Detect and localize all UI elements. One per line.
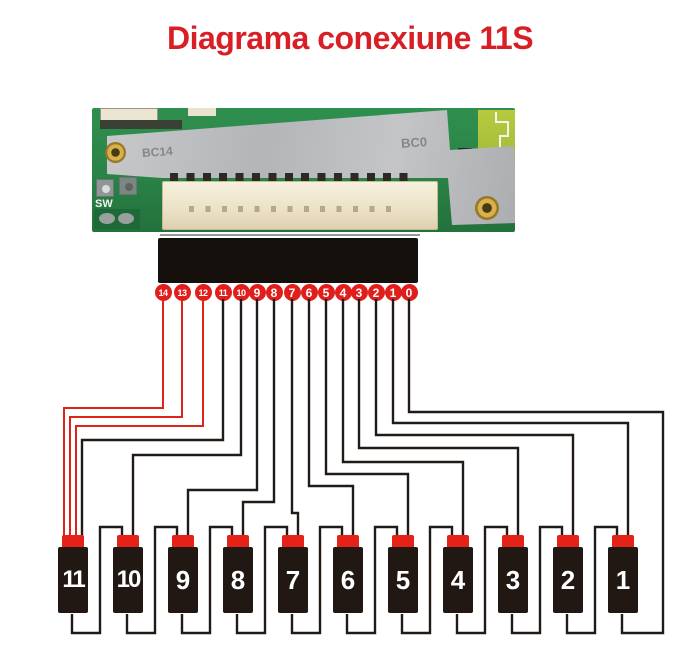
- pin-circle-11: 11: [214, 284, 232, 301]
- battery-cell-9: 9: [168, 535, 198, 614]
- series-wire-11-to-10: [70, 525, 124, 635]
- switch-label: SW: [95, 198, 113, 210]
- switch-pads: [94, 209, 140, 229]
- pin-circle-10: 10: [232, 284, 250, 301]
- series-wire-7-to-6: [290, 525, 344, 635]
- battery-positive-cap: [447, 535, 469, 549]
- balance-wire-pin-9: [186, 299, 259, 538]
- pin-circle-7: 7: [283, 284, 301, 301]
- balance-wire-pin-14: [63, 299, 164, 538]
- series-wire-5-to-4: [400, 525, 454, 635]
- pin-circle-5: 5: [317, 284, 335, 301]
- balance-plug-block: [158, 238, 418, 283]
- battery-label: 8: [223, 547, 253, 613]
- pin-circle-1: 1: [384, 284, 402, 301]
- balance-wire-pin-8: [241, 299, 276, 538]
- pin-circle-13: 13: [173, 284, 191, 301]
- connector-pin-holes: [189, 206, 401, 212]
- series-wire-2-to-1: [565, 525, 619, 635]
- balance-wire-pin-7: [290, 299, 300, 538]
- pin-circle-8: 8: [265, 284, 283, 301]
- pin-circle-12: 12: [194, 284, 212, 301]
- series-wire-8-to-7: [235, 525, 289, 635]
- balance-wire-pin-4: [341, 299, 465, 538]
- battery-cell-7: 7: [278, 535, 308, 614]
- pin-circle-3: 3: [350, 284, 368, 301]
- pin-circle-2: 2: [367, 284, 385, 301]
- battery-positive-cap: [62, 535, 84, 549]
- pin-circle-6: 6: [300, 284, 318, 301]
- battery-label: 1: [608, 547, 638, 613]
- battery-positive-cap: [612, 535, 634, 549]
- battery-label: 5: [388, 547, 418, 613]
- series-wire-6-to-5: [345, 525, 399, 635]
- battery-cell-6: 6: [333, 535, 363, 614]
- page-title: Diagrama conexiune 11S: [166, 20, 534, 56]
- photo-shadow-line: [160, 234, 420, 236]
- solder-pad-1: [96, 179, 114, 197]
- battery-positive-cap: [392, 535, 414, 549]
- battery-label: 3: [498, 547, 528, 613]
- series-wire-10-to-9: [125, 525, 179, 635]
- screw-left-icon: [105, 142, 126, 163]
- battery-positive-cap: [117, 535, 139, 549]
- balance-wire-pin-12: [75, 299, 204, 538]
- balance-wire-pin-5: [324, 299, 410, 538]
- connector-pin-nubs: [170, 173, 408, 182]
- solder-pad-2: [119, 177, 137, 195]
- screw-right-icon: [475, 196, 499, 220]
- battery-cell-8: 8: [223, 535, 253, 614]
- balance-wire-pin-2: [374, 299, 575, 538]
- series-wire-3-to-2: [510, 525, 564, 635]
- battery-label: 9: [168, 547, 198, 613]
- battery-cell-4: 4: [443, 535, 473, 614]
- battery-positive-cap: [282, 535, 304, 549]
- balance-wire-pin-1: [391, 299, 630, 538]
- battery-positive-cap: [337, 535, 359, 549]
- top-components: [100, 120, 182, 129]
- battery-label: 11: [58, 547, 88, 613]
- balance-wire-pin-6: [307, 299, 355, 538]
- battery-label: 6: [333, 547, 363, 613]
- pin-circle-9: 9: [248, 284, 266, 301]
- battery-cell-11: 11: [58, 535, 88, 614]
- balance-wire-pin-3: [357, 299, 520, 538]
- battery-label: 7: [278, 547, 308, 613]
- battery-label: 10: [113, 547, 143, 613]
- balance-connector-socket: [162, 181, 438, 230]
- balance-wire-pin-13: [69, 299, 183, 538]
- battery-label: 2: [553, 547, 583, 613]
- bms-board-photo: BC14 BC0 SW: [92, 108, 515, 232]
- battery-positive-cap: [502, 535, 524, 549]
- pin-circle-14: 14: [154, 284, 172, 301]
- balance-wire-pin-0: [407, 299, 665, 635]
- balance-wire-pin-10: [131, 299, 243, 538]
- balance-wire-pin-11: [80, 299, 225, 538]
- series-wire-9-to-8: [180, 525, 234, 635]
- battery-positive-cap: [172, 535, 194, 549]
- pin-circle-4: 4: [334, 284, 352, 301]
- battery-label: 4: [443, 547, 473, 613]
- series-wire-4-to-3: [455, 525, 509, 635]
- top-connector-small: [188, 108, 216, 116]
- battery-cell-10: 10: [113, 535, 143, 614]
- pin-circle-0: 0: [400, 284, 418, 301]
- battery-cell-1: 1: [608, 535, 638, 614]
- battery-cell-3: 3: [498, 535, 528, 614]
- battery-positive-cap: [227, 535, 249, 549]
- battery-positive-cap: [557, 535, 579, 549]
- battery-cell-5: 5: [388, 535, 418, 614]
- battery-cell-2: 2: [553, 535, 583, 614]
